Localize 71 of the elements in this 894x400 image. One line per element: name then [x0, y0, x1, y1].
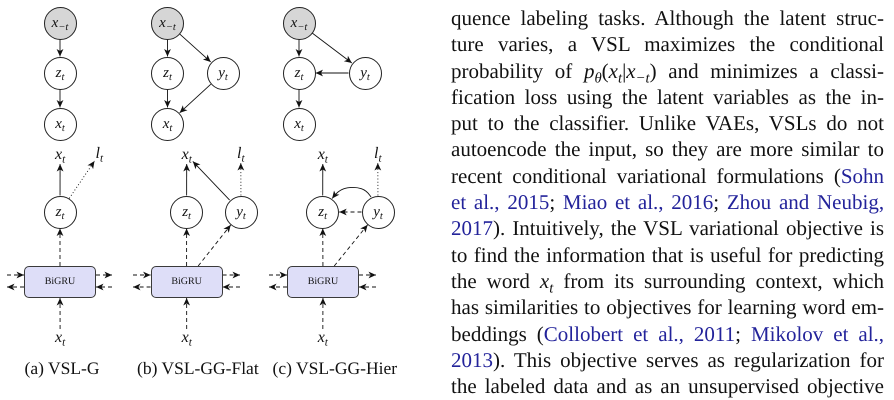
variable-label: l$_{t}$	[373, 145, 383, 163]
arrow	[296, 39, 302, 57]
shaded-variable-node: x$_{−t}$	[282, 6, 316, 40]
dashed-arrow	[56, 228, 64, 266]
variable-label: x$_{t}$	[316, 329, 329, 347]
arrow	[296, 89, 302, 108]
dashed-arrow	[132, 284, 152, 290]
dashed-arrow	[56, 298, 64, 330]
dashed-arrow	[96, 284, 112, 290]
variable-label: x$_{t}$	[180, 146, 193, 164]
shaded-variable-node: x$_{−t}$	[44, 6, 76, 40]
variable-node: x$_{t}$	[44, 108, 76, 140]
body-text-paragraph: quence labeling tasks. Although the latent struc- ture varies, a VSL maximizes the conditional probability of p$_{θ}$(x$_{t}$|x$_{−t}$) and minimizes a classi- fication loss using the latent variables as the in- put to the classifier. Unlike VAEs, VSLs do not autoencode the input, so they are more similar to recent conditional variational formulations (Sohn et al., 2015; Miao et al., 2016; Zhou and Neubig, 2017). Intuitively, the VSL variational objective is to find the information that is useful for predicting the word x$_{t}$ from its surrounding context, which has similarities to objectives for learning word em- beddings (Collobert et al., 2011; Mikolov et al., 2013). This objective serves as regularization for the labeled data and as an unsupervised objective	[451, 5, 884, 400]
dashed-arrow	[334, 224, 368, 266]
encoder-block: BiGRU	[287, 266, 359, 298]
variable-label: l$_{t}$	[236, 145, 246, 163]
variable-node: z$_{t}$	[170, 196, 204, 228]
encoder-block: BiGRU	[150, 266, 223, 298]
arrow	[319, 164, 326, 196]
subfigure-caption: (c) VSL-GG-Hier	[272, 358, 398, 379]
variable-node: y$_{t}$	[362, 196, 394, 228]
dashed-arrow	[183, 228, 190, 266]
variable-label: x$_{t}$	[316, 146, 329, 164]
dashed-arrow	[6, 272, 24, 278]
variable-node: z$_{t}$	[44, 56, 76, 90]
arrow	[179, 34, 212, 62]
subfigure-caption: (a) VSL-G	[24, 358, 100, 379]
curved-arrow	[332, 187, 372, 199]
dashed-arrow	[320, 298, 326, 330]
dashed-arrow	[268, 272, 288, 278]
dashed-arrow	[132, 272, 152, 278]
variable-node: z$_{t}$	[151, 56, 184, 90]
arrow	[164, 89, 171, 108]
variable-label: l$_{t}$	[94, 145, 104, 163]
dashed-arrow	[222, 284, 240, 290]
variable-node: z$_{t}$	[282, 56, 316, 90]
dashed-arrow	[338, 208, 362, 216]
variable-node: z$_{t}$	[44, 196, 76, 228]
dotted-arrow	[374, 162, 382, 196]
variable-node: y$_{t}$	[206, 56, 240, 90]
arrow	[56, 164, 64, 196]
dashed-arrow	[6, 284, 24, 290]
variable-label: x$_{t}$	[54, 146, 66, 164]
arrow	[312, 32, 352, 64]
variable-node: x$_{t}$	[282, 108, 316, 140]
dashed-arrow	[183, 298, 190, 330]
variable-node: y$_{t}$	[348, 56, 382, 90]
subfigure-caption: (b) VSL-GG-Flat	[137, 358, 259, 379]
variable-label: x$_{t}$	[180, 329, 193, 347]
dashed-arrow	[358, 272, 376, 278]
dotted-arrow	[68, 160, 95, 199]
arrow	[56, 39, 64, 57]
dashed-arrow	[222, 272, 240, 278]
variable-node: z$_{t}$	[306, 196, 340, 228]
arrow	[56, 89, 64, 108]
arrow	[164, 39, 171, 57]
variable-node: x$_{t}$	[151, 108, 184, 140]
shaded-variable-node: x$_{−t}$	[151, 6, 184, 40]
arrow	[179, 84, 212, 114]
dashed-arrow	[96, 272, 112, 278]
encoder-block: BiGRU	[24, 266, 96, 298]
arrow	[315, 70, 349, 76]
arrow	[183, 164, 190, 196]
variable-label: x$_{t}$	[54, 329, 66, 347]
dotted-arrow	[237, 162, 244, 196]
dashed-arrow	[268, 284, 288, 290]
dashed-arrow	[358, 284, 376, 290]
variable-node: y$_{t}$	[224, 196, 258, 228]
dashed-arrow	[198, 224, 232, 266]
arrow	[192, 160, 230, 200]
dashed-arrow	[319, 228, 326, 266]
